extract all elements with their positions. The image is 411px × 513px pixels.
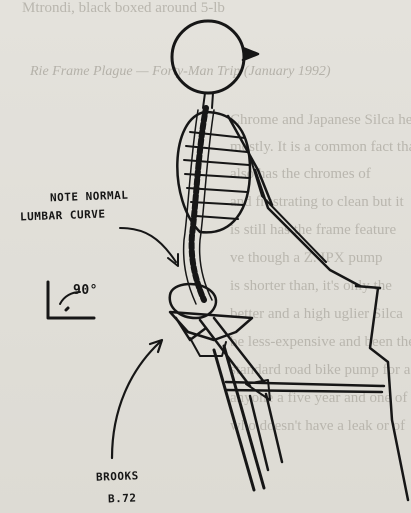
lumbar-note-line1: NOTE NORMAL: [50, 189, 129, 205]
angle-dot: [66, 308, 68, 310]
top-tube: [226, 390, 382, 392]
nose: [243, 48, 258, 60]
forearm-inner: [248, 150, 326, 262]
skull: [172, 21, 244, 93]
forearm: [255, 170, 360, 286]
rib: [191, 202, 244, 205]
rib: [184, 160, 249, 165]
seat-tube: [214, 350, 254, 490]
seat-tube: [224, 346, 264, 488]
ribcage-outline: [177, 112, 250, 232]
rib: [186, 146, 247, 152]
saddle-label-line2: B.72: [108, 492, 137, 506]
lumbar-arrow: [120, 228, 176, 262]
angle-label: 90°: [73, 283, 98, 298]
saddle-arrow: [112, 342, 160, 458]
head-tube: [370, 288, 408, 500]
saddle-label-line1: BROOKS: [96, 469, 139, 483]
handlebar: [356, 286, 380, 288]
lumbar-arrowhead: [168, 254, 178, 266]
